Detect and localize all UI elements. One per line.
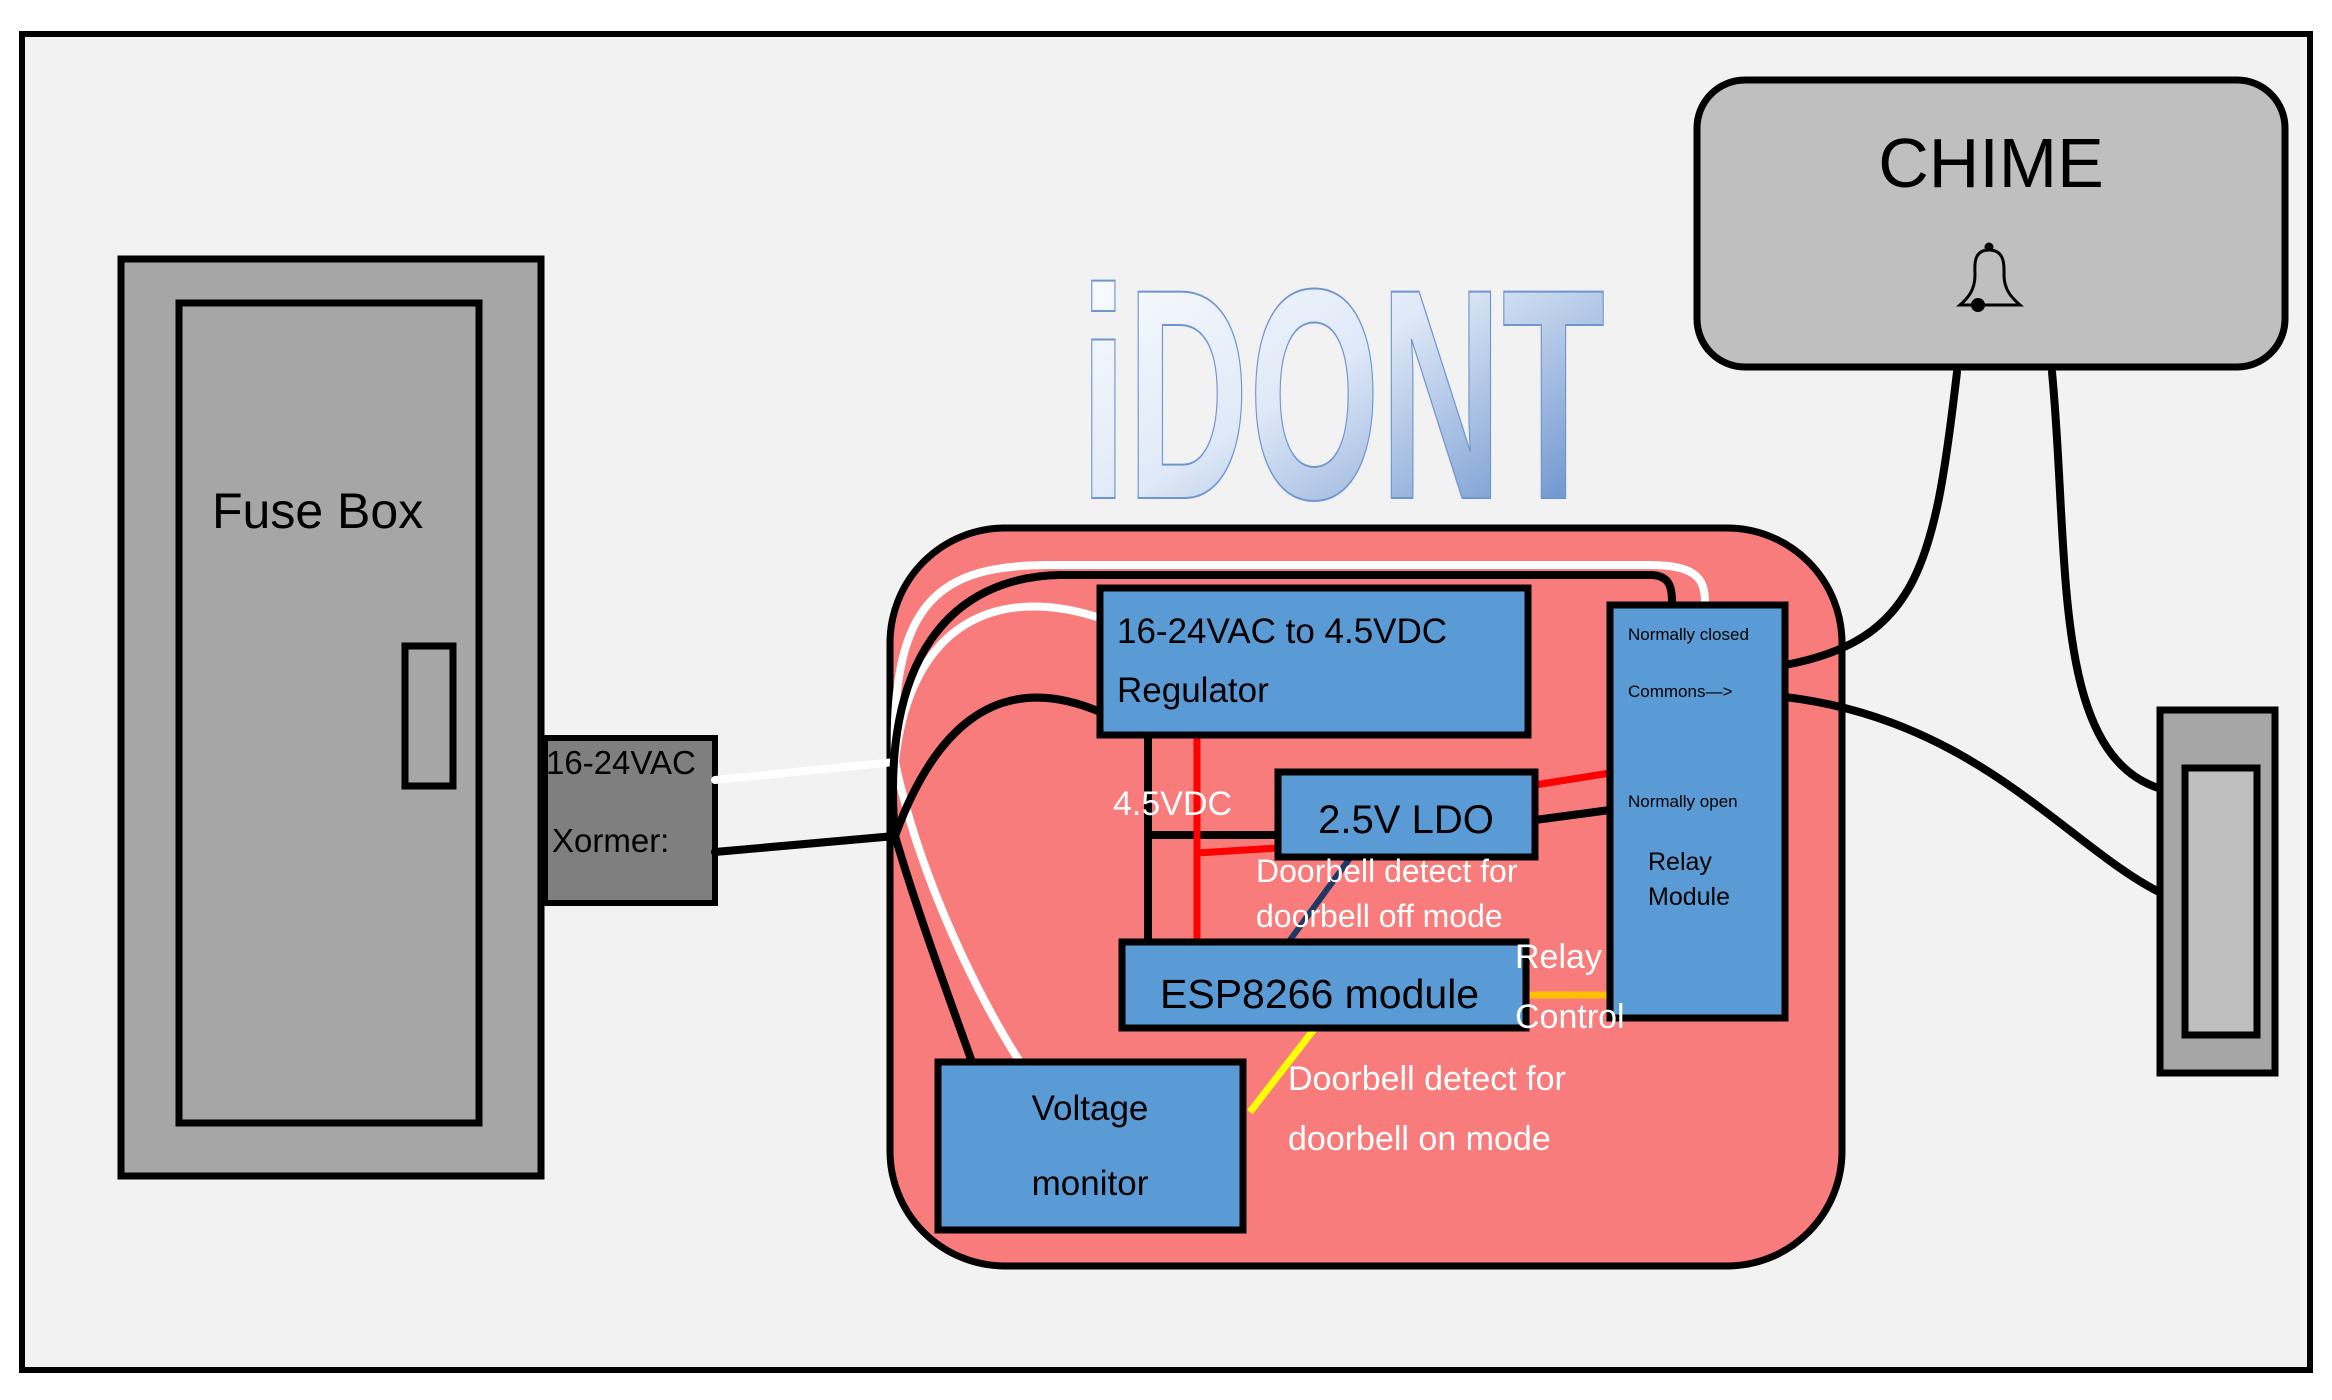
regulator-line2: Regulator: [1117, 671, 1269, 710]
black-wire-to-relay: [889, 571, 1676, 840]
off-mode-line2: doorbell off mode: [1256, 898, 1503, 934]
relay-module: Normally closed Commons—> Normally open …: [1606, 601, 1789, 1022]
transformer-line1: 16-24VAC: [546, 744, 696, 781]
esp8266-module: ESP8266 module: [1118, 938, 1530, 1032]
ldo-module: 2.5V LDO: [1274, 768, 1539, 861]
white-wire-to-relay: [890, 561, 1709, 766]
regulator-module: 16-24VAC to 4.5VDC Regulator: [1096, 584, 1532, 739]
fuse-box-handle: [401, 642, 457, 790]
voltage-monitor-line2: monitor: [1032, 1164, 1149, 1203]
chime: CHIME: [1693, 76, 2289, 371]
black-wire-chime-to-doorbell: [2048, 368, 2169, 794]
relay-normally-closed: Normally closed: [1628, 625, 1749, 644]
relay-commons: Commons—>: [1628, 682, 1732, 701]
transformer-line2: Xormer:: [552, 822, 669, 859]
voltage-monitor-module: Voltage monitor: [934, 1058, 1247, 1234]
voltage-monitor-line1: Voltage: [1032, 1089, 1149, 1128]
black-wire-ldo-to-relay: [1531, 806, 1614, 824]
black-wires: [711, 368, 2169, 1066]
annotations: 4.5VDC Doorbell detect for doorbell off …: [1113, 785, 1625, 1158]
idont-logo: iDONT: [1080, 226, 1605, 562]
doorbell-button: [2181, 764, 2261, 1039]
on-mode-line1: Doorbell detect for: [1288, 1060, 1566, 1098]
relay-control-line2: Control: [1515, 998, 1625, 1036]
transformer: 16-24VAC Xormer:: [542, 735, 718, 906]
on-mode-line2: doorbell on mode: [1288, 1120, 1551, 1158]
fuse-box: Fuse Box: [117, 255, 545, 1180]
yellow-wire-on-mode: [1247, 1025, 1318, 1115]
black-wire-relay-to-doorbell: [1781, 693, 2169, 899]
black-wire-transformer: [711, 832, 899, 856]
doorbell: [2156, 706, 2279, 1077]
bell-icon: [1956, 242, 2024, 312]
regulator-line1: 16-24VAC to 4.5VDC: [1117, 612, 1447, 651]
chime-label: CHIME: [1878, 124, 2104, 202]
relay-line2: Module: [1648, 883, 1730, 911]
esp-label: ESP8266 module: [1160, 971, 1479, 1017]
red-wires: [1193, 735, 1611, 942]
red-wire-ldo-input: [1196, 844, 1279, 857]
black-wire-to-monitor: [891, 832, 976, 1066]
relay-control-line1: Relay: [1515, 938, 1602, 976]
relay-line1: Relay: [1648, 848, 1712, 876]
black-wire-relay-to-chime: [1781, 368, 1961, 669]
vdc-label: 4.5VDC: [1113, 785, 1232, 823]
red-wire-ldo-to-relay: [1534, 769, 1611, 789]
navy-wire-off-mode: [1287, 856, 1353, 942]
white-wire-transformer: [711, 758, 899, 784]
off-mode-line1: Doorbell detect for: [1256, 853, 1518, 889]
ldo-label: 2.5V LDO: [1318, 798, 1494, 842]
black-wire-to-regulator: [891, 693, 1104, 840]
relay-normally-open: Normally open: [1628, 792, 1738, 811]
fuse-box-label: Fuse Box: [212, 483, 423, 539]
